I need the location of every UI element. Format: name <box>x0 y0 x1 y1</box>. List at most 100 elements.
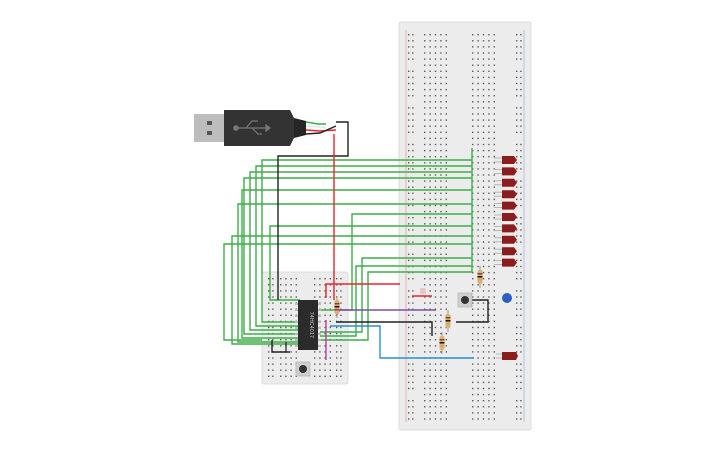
hole <box>488 247 490 249</box>
hole <box>516 198 518 201</box>
hole <box>272 296 274 298</box>
hole <box>493 143 495 146</box>
green-wire[interactable] <box>231 235 472 345</box>
green-wire[interactable] <box>243 177 472 335</box>
red-led[interactable] <box>496 352 518 360</box>
hole <box>408 143 410 146</box>
resistor[interactable] <box>445 310 451 332</box>
hole <box>472 400 474 402</box>
usb-ground-wire[interactable] <box>277 121 349 300</box>
red-led[interactable] <box>494 235 517 244</box>
green-wire[interactable] <box>320 265 472 337</box>
red-led[interactable] <box>494 167 517 176</box>
hole <box>516 302 518 304</box>
chip-pin <box>318 345 321 347</box>
hole <box>482 326 485 329</box>
resistor[interactable] <box>477 266 483 288</box>
hole <box>482 290 485 292</box>
blue-wire[interactable] <box>330 325 474 359</box>
green-wire[interactable] <box>241 189 472 339</box>
red-led[interactable] <box>494 247 517 256</box>
hole <box>488 412 490 414</box>
hole <box>516 235 518 237</box>
hole <box>516 58 518 60</box>
hole <box>482 137 485 140</box>
hole <box>324 308 326 310</box>
resistor[interactable] <box>334 296 340 318</box>
red-led[interactable] <box>494 258 517 267</box>
hole <box>520 241 522 243</box>
capacitor[interactable] <box>420 288 426 294</box>
green-wire[interactable] <box>261 159 472 323</box>
push-button[interactable] <box>457 292 473 308</box>
hole <box>477 235 479 237</box>
hole <box>440 400 442 402</box>
hole <box>295 296 297 298</box>
hole <box>520 369 522 371</box>
black-wire[interactable] <box>456 299 489 323</box>
hole <box>424 52 426 54</box>
red-led[interactable] <box>494 224 517 233</box>
red-led[interactable] <box>494 201 517 210</box>
hole <box>314 369 316 371</box>
red-wire[interactable] <box>325 283 400 298</box>
hole <box>445 64 447 66</box>
hole <box>488 131 490 133</box>
hole <box>408 278 410 280</box>
red-led[interactable] <box>494 156 517 164</box>
hole <box>488 302 490 304</box>
hole <box>272 302 274 304</box>
resistor[interactable] <box>439 332 445 354</box>
green-wire[interactable] <box>223 243 472 341</box>
chip-pin <box>318 303 321 305</box>
red-led[interactable] <box>494 213 517 221</box>
usb-connector[interactable] <box>194 110 337 146</box>
hole <box>482 162 485 164</box>
hole <box>268 375 270 377</box>
chip-pin <box>295 339 298 341</box>
blue-led[interactable] <box>502 293 512 303</box>
hole <box>482 149 485 152</box>
hole <box>445 229 447 231</box>
hole <box>434 70 437 72</box>
hole <box>434 369 437 371</box>
hole <box>408 406 410 408</box>
hole <box>520 278 522 280</box>
hole <box>412 253 414 255</box>
hole <box>488 271 490 274</box>
black-wire[interactable] <box>336 321 433 336</box>
green-wire[interactable] <box>320 271 472 341</box>
hole <box>488 278 490 280</box>
hole <box>285 290 287 292</box>
red-led[interactable] <box>494 178 517 187</box>
green-wire[interactable] <box>320 257 472 333</box>
hole <box>520 40 522 42</box>
hole <box>445 88 447 91</box>
hole <box>412 192 414 194</box>
black-wire[interactable] <box>271 340 290 353</box>
hole <box>472 34 474 36</box>
hole <box>408 217 410 219</box>
hole <box>488 204 490 207</box>
hole <box>408 253 410 255</box>
green-wire[interactable] <box>249 171 472 331</box>
hole <box>472 412 474 414</box>
red-led[interactable] <box>494 190 517 199</box>
push-button[interactable] <box>295 361 311 377</box>
hole <box>482 412 485 414</box>
hole <box>434 332 437 335</box>
hole <box>319 351 321 353</box>
green-wire[interactable] <box>237 203 472 343</box>
green-wire[interactable] <box>269 225 472 301</box>
hole <box>445 308 447 310</box>
hole <box>412 229 414 231</box>
hole <box>440 34 442 36</box>
hole <box>477 400 479 402</box>
hole <box>408 412 410 414</box>
green-wire[interactable] <box>255 165 472 327</box>
hole <box>319 290 321 292</box>
counter-chip[interactable]: 74HC4017 <box>295 300 321 350</box>
hole <box>477 186 479 188</box>
hole <box>429 296 431 298</box>
hole <box>324 375 326 377</box>
